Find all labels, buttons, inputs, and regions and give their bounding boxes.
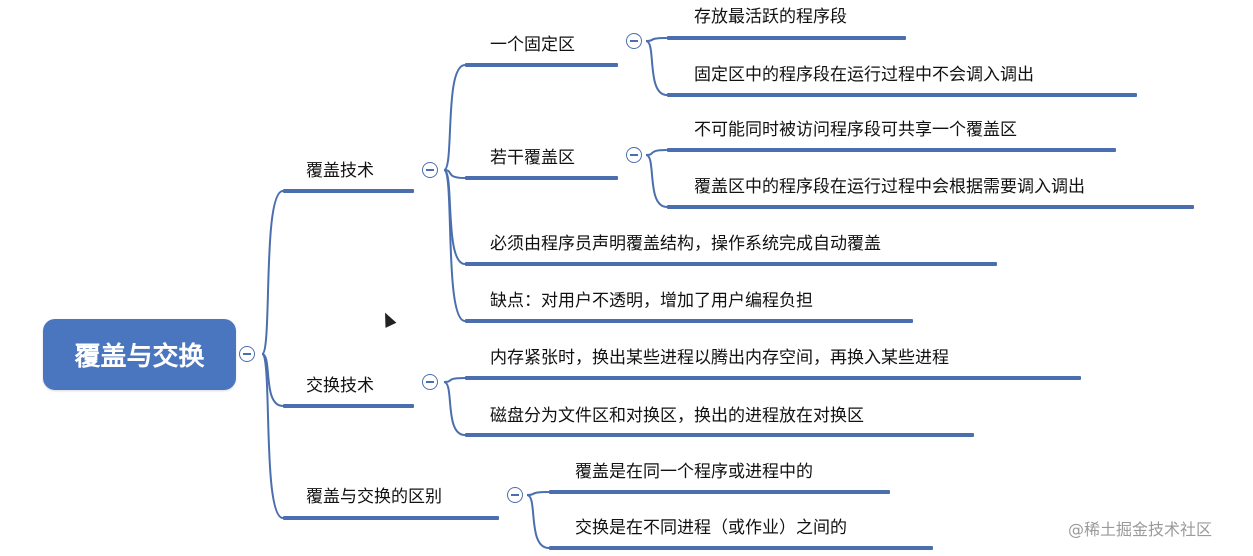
- node-overlay-same-process[interactable]: 覆盖是在同一个程序或进程中的: [575, 462, 813, 482]
- link-overlay-fixed: [443, 64, 466, 171]
- link-fixed-leaf-1: [645, 37, 668, 42]
- root-node[interactable]: 覆盖与交换: [43, 319, 236, 390]
- link-overlay-disadvantage: [443, 169, 466, 322]
- link-swap-child-2: [443, 381, 466, 436]
- node-swap-out-in-underline: [465, 376, 1081, 380]
- collapse-overlay-icon[interactable]: [422, 162, 438, 178]
- collapse-root-icon[interactable]: [239, 346, 255, 362]
- leaf-most-active-segment-underline: [667, 36, 906, 40]
- branch-swap-underline: [283, 404, 414, 408]
- node-overlay-areas[interactable]: 若干覆盖区: [490, 148, 575, 168]
- branch-overlay-underline: [283, 189, 414, 193]
- node-overlay-same-process-underline: [549, 490, 890, 494]
- leaf-share-overlay[interactable]: 不可能同时被访问程序段可共享一个覆盖区: [694, 120, 1017, 140]
- link-fixed-leaf-2: [645, 40, 668, 96]
- link-root-swap: [261, 353, 284, 407]
- node-swap-different-processes-underline: [549, 546, 933, 550]
- link-diff-child-1: [526, 491, 550, 496]
- leaf-overlay-swap-as-needed-underline: [667, 205, 1194, 209]
- link-root-difference: [261, 353, 284, 519]
- node-programmer-declares[interactable]: 必须由程序员声明覆盖结构，操作系统完成自动覆盖: [490, 234, 881, 254]
- root-label: 覆盖与交换: [74, 342, 205, 372]
- node-disk-areas-underline: [465, 433, 974, 437]
- node-disadvantage-underline: [465, 319, 913, 323]
- watermark: @稀土掘金技术社区: [1068, 520, 1213, 539]
- link-swap-child-1: [443, 377, 466, 383]
- node-fixed-area-underline: [465, 63, 618, 67]
- collapse-fixed-area-icon[interactable]: [626, 33, 642, 49]
- node-overlay-areas-underline: [465, 176, 618, 180]
- link-areas-leaf-2: [645, 154, 668, 208]
- branch-difference[interactable]: 覆盖与交换的区别: [306, 487, 442, 507]
- node-swap-out-in[interactable]: 内存紧张时，换出某些进程以腾出内存空间，再换入某些进程: [490, 348, 949, 368]
- node-swap-different-processes[interactable]: 交换是在不同进程（或作业）之间的: [575, 518, 847, 538]
- leaf-fixed-no-swap[interactable]: 固定区中的程序段在运行过程中不会调入调出: [694, 65, 1034, 85]
- link-root-overlay: [261, 190, 284, 355]
- leaf-overlay-swap-as-needed[interactable]: 覆盖区中的程序段在运行过程中会根据需要调入调出: [694, 177, 1085, 197]
- leaf-share-overlay-underline: [667, 148, 1116, 152]
- node-programmer-declares-underline: [465, 262, 997, 266]
- link-diff-child-2: [526, 494, 550, 549]
- collapse-overlay-areas-icon[interactable]: [626, 147, 642, 163]
- node-disk-areas[interactable]: 磁盘分为文件区和对换区，换出的进程放在对换区: [490, 406, 864, 426]
- collapse-swap-icon[interactable]: [422, 374, 438, 390]
- node-fixed-area[interactable]: 一个固定区: [490, 35, 575, 55]
- link-areas-leaf-1: [645, 149, 668, 156]
- node-disadvantage[interactable]: 缺点：对用户不透明，增加了用户编程负担: [490, 291, 813, 311]
- leaf-most-active-segment[interactable]: 存放最活跃的程序段: [694, 7, 847, 27]
- leaf-fixed-no-swap-underline: [667, 93, 1137, 97]
- collapse-difference-icon[interactable]: [507, 487, 523, 503]
- branch-difference-underline: [283, 516, 499, 520]
- branch-swap-technique[interactable]: 交换技术: [306, 376, 374, 396]
- branch-overlay-technique[interactable]: 覆盖技术: [306, 161, 374, 181]
